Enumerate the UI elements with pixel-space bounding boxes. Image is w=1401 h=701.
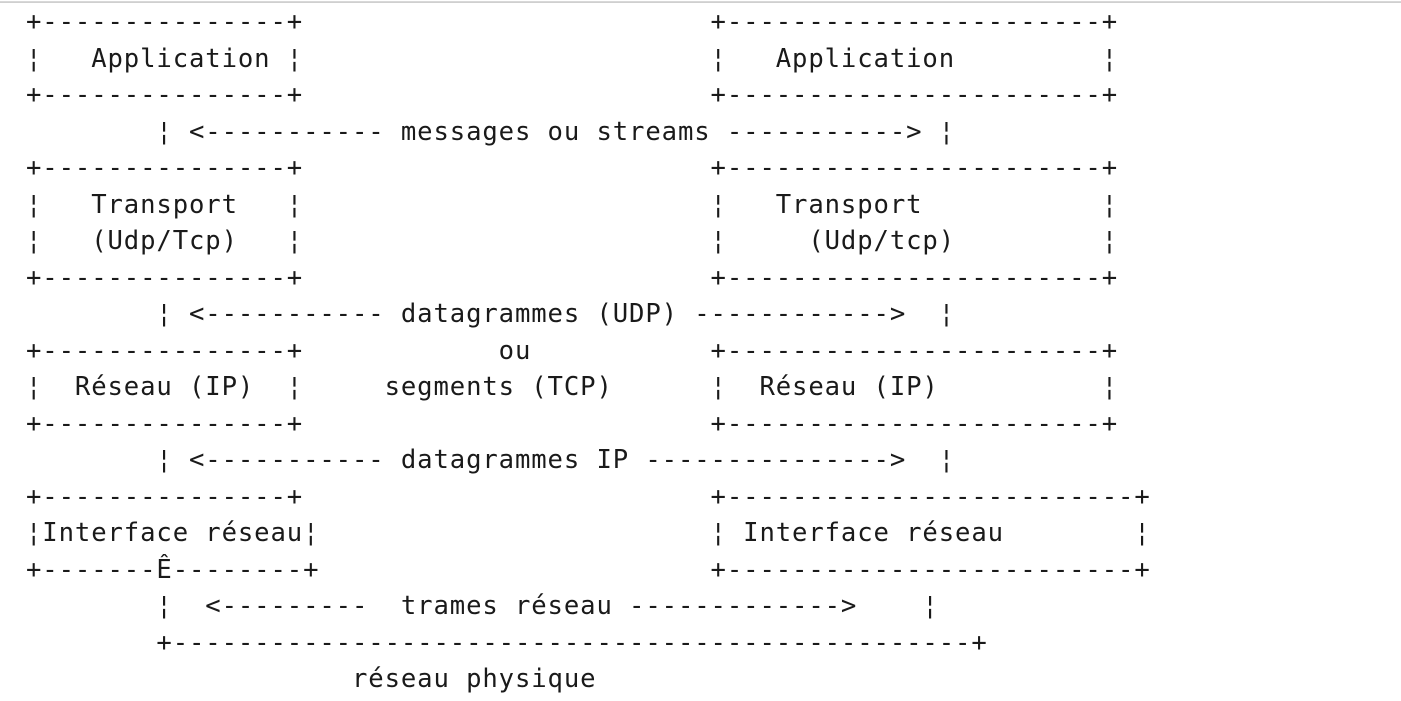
- ascii-line-messages-or-streams-flow: ¦ <----------- messages ou streams -----…: [26, 116, 956, 147]
- ascii-line-network-label-and-segments-tcp: ¦ Réseau (IP) ¦ segments (TCP) ¦ Réseau …: [26, 372, 1119, 402]
- ascii-line-trames-reseau-flow: ¦ <--------- trames réseau -------------…: [26, 591, 939, 621]
- ascii-line-datagrammes-ip-flow: ¦ <----------- datagrammes IP ----------…: [26, 445, 956, 475]
- ascii-line-application-top-border: +---------------+ +---------------------…: [26, 7, 1119, 37]
- ascii-line-physical-network-border: +---------------------------------------…: [26, 627, 988, 658]
- window-top-edge: [0, 2, 1401, 3]
- ascii-line-transport-bottom-border: +---------------+ +---------------------…: [26, 262, 1119, 293]
- ascii-art-canvas: +---------------+ +---------------------…: [26, 4, 1151, 698]
- ascii-line-physical-network-label: réseau physique: [26, 664, 597, 694]
- ascii-line-interface-bottom-border: +-------Ê--------+ +--------------------…: [26, 554, 1151, 585]
- ascii-line-application-label: ¦ Application ¦ ¦ Application ¦: [26, 43, 1119, 74]
- ascii-line-interface-label: ¦Interface réseau¦ ¦ Interface réseau ¦: [26, 518, 1151, 548]
- ascii-line-transport-top-border: +---------------+ +---------------------…: [26, 153, 1119, 183]
- ascii-line-network-bottom-border: +---------------+ +---------------------…: [26, 408, 1119, 439]
- ascii-line-transport-label: ¦ Transport ¦ ¦ Transport ¦: [26, 189, 1119, 220]
- ascii-line-application-bottom-border: +---------------+ +---------------------…: [26, 80, 1119, 110]
- ascii-line-interface-top-border: +---------------+ +---------------------…: [26, 481, 1151, 512]
- ascii-line-datagrammes-udp-flow: ¦ <----------- datagrammes (UDP) -------…: [26, 299, 956, 329]
- ascii-line-transport-protocols: ¦ (Udp/Tcp) ¦ ¦ (Udp/tcp) ¦: [26, 226, 1119, 256]
- ascii-line-network-top-border-and-ou: +---------------+ ou +------------------…: [26, 335, 1119, 366]
